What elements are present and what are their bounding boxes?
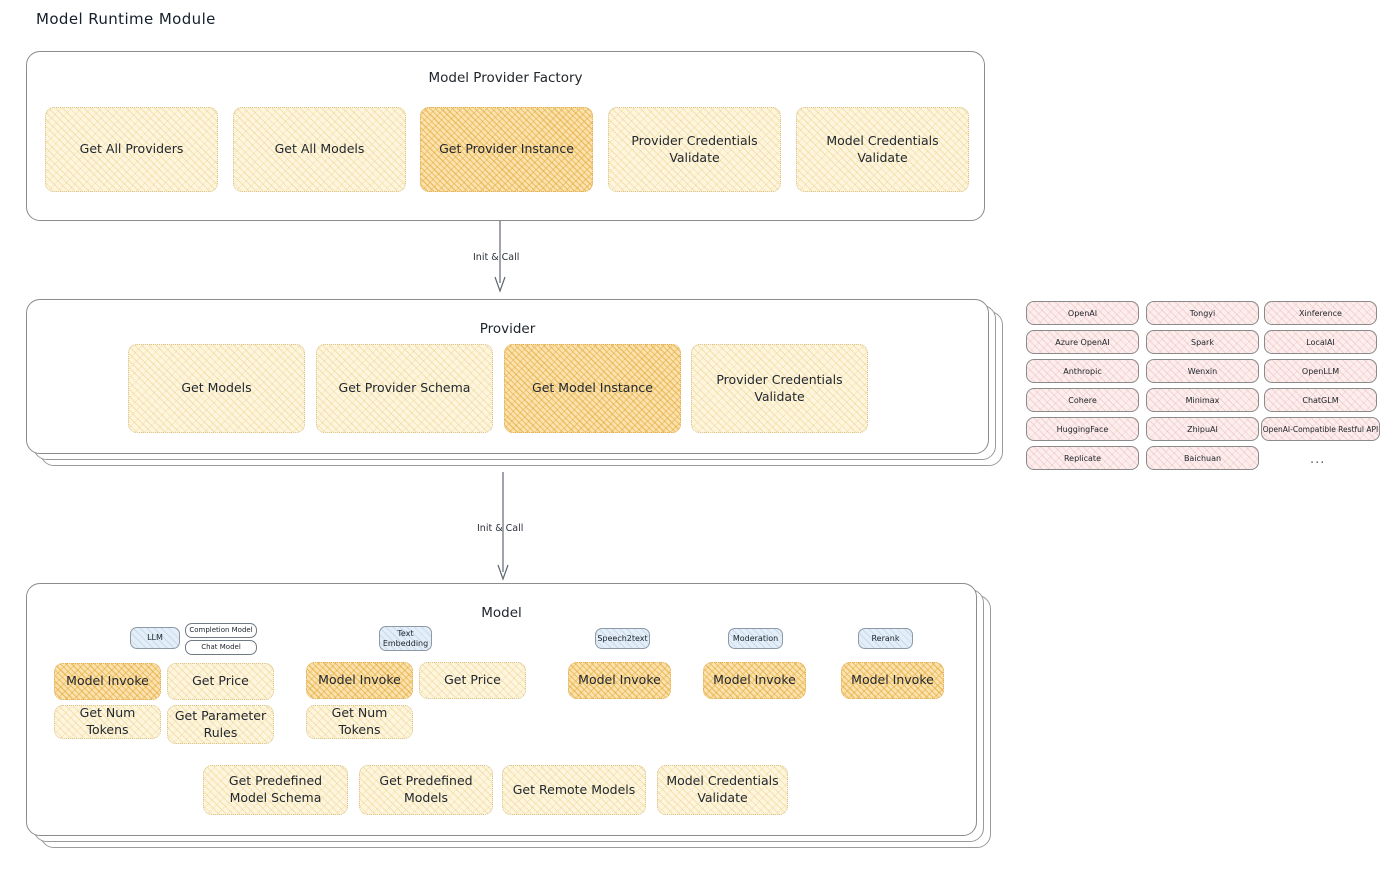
provider-pill-baichuan[interactable]: Baichuan — [1146, 446, 1259, 470]
action-get-predefined-model-schema[interactable]: Get Predefined Model Schema — [203, 765, 348, 815]
action-get-all-providers[interactable]: Get All Providers — [45, 107, 218, 192]
provider-pill-minimax[interactable]: Minimax — [1146, 388, 1259, 412]
action-llm-get-num-tokens[interactable]: Get Num Tokens — [54, 705, 161, 739]
provider-pill-wenxin[interactable]: Wenxin — [1146, 359, 1259, 383]
action-text-embedding-get-price[interactable]: Get Price — [419, 662, 526, 699]
provider-pill-xinference[interactable]: Xinference — [1264, 301, 1377, 325]
action-text-embedding-get-num-tokens[interactable]: Get Num Tokens — [306, 705, 413, 739]
provider-pill-replicate[interactable]: Replicate — [1026, 446, 1139, 470]
provider-pill-zhipuai[interactable]: ZhipuAI — [1146, 417, 1259, 441]
arrow-factory-to-provider — [494, 221, 506, 293]
action-llm-get-parameter-rules[interactable]: Get Parameter Rules — [167, 705, 274, 744]
action-get-remote-models[interactable]: Get Remote Models — [502, 765, 646, 815]
action-get-provider-instance[interactable]: Get Provider Instance — [420, 107, 593, 192]
provider-list-more: ... — [1310, 452, 1326, 467]
provider-pill-huggingface[interactable]: HuggingFace — [1026, 417, 1139, 441]
model-type-chip-text-embedding[interactable]: Text Embedding — [379, 626, 432, 651]
provider-pill-spark[interactable]: Spark — [1146, 330, 1259, 354]
arrow-provider-to-model — [497, 472, 509, 581]
arrow-label-init-and-call-1: Init & Call — [473, 252, 520, 263]
action-speech2text-model-invoke[interactable]: Model Invoke — [568, 662, 671, 699]
action-model-credentials-validate-2[interactable]: Model Credentials Validate — [657, 765, 788, 815]
provider-pill-openllm[interactable]: OpenLLM — [1264, 359, 1377, 383]
model-title: Model — [481, 605, 522, 621]
arrow-label-init-and-call-2: Init & Call — [477, 523, 524, 534]
action-get-models[interactable]: Get Models — [128, 344, 305, 433]
action-get-provider-schema[interactable]: Get Provider Schema — [316, 344, 493, 433]
model-type-chip-llm[interactable]: LLM — [130, 627, 180, 649]
model-type-chip-rerank[interactable]: Rerank — [858, 628, 913, 649]
action-provider-credentials-validate-2[interactable]: Provider Credentials Validate — [691, 344, 868, 433]
action-get-all-models[interactable]: Get All Models — [233, 107, 406, 192]
provider-pill-tongyi[interactable]: Tongyi — [1146, 301, 1259, 325]
provider-title: Provider — [479, 321, 536, 337]
model-subtype-chip-completion-model[interactable]: Completion Model — [185, 623, 257, 638]
action-moderation-model-invoke[interactable]: Model Invoke — [703, 662, 806, 699]
provider-pill-cohere[interactable]: Cohere — [1026, 388, 1139, 412]
model-type-chip-moderation[interactable]: Moderation — [728, 628, 783, 649]
action-get-model-instance[interactable]: Get Model Instance — [504, 344, 681, 433]
model-type-chip-speech2text[interactable]: Speech2text — [595, 628, 650, 649]
model-subtype-chip-chat-model[interactable]: Chat Model — [185, 640, 257, 655]
provider-pill-openai[interactable]: OpenAI — [1026, 301, 1139, 325]
provider-pill-azure-openai[interactable]: Azure OpenAI — [1026, 330, 1139, 354]
action-provider-credentials-validate[interactable]: Provider Credentials Validate — [608, 107, 781, 192]
action-llm-get-price[interactable]: Get Price — [167, 663, 274, 700]
provider-pill-anthropic[interactable]: Anthropic — [1026, 359, 1139, 383]
page-title: Model Runtime Module — [36, 10, 216, 28]
action-rerank-model-invoke[interactable]: Model Invoke — [841, 662, 944, 699]
provider-pill-openai-compatible-restful-api[interactable]: OpenAI-Compatible Restful API — [1261, 417, 1380, 441]
model-provider-factory-title: Model Provider Factory — [428, 70, 583, 86]
action-get-predefined-models[interactable]: Get Predefined Models — [359, 765, 493, 815]
action-llm-model-invoke[interactable]: Model Invoke — [54, 663, 161, 700]
provider-pill-localai[interactable]: LocalAI — [1264, 330, 1377, 354]
action-model-credentials-validate[interactable]: Model Credentials Validate — [796, 107, 969, 192]
provider-pill-chatglm[interactable]: ChatGLM — [1264, 388, 1377, 412]
action-text-embedding-model-invoke[interactable]: Model Invoke — [306, 662, 413, 699]
model-card: Model — [26, 583, 977, 836]
